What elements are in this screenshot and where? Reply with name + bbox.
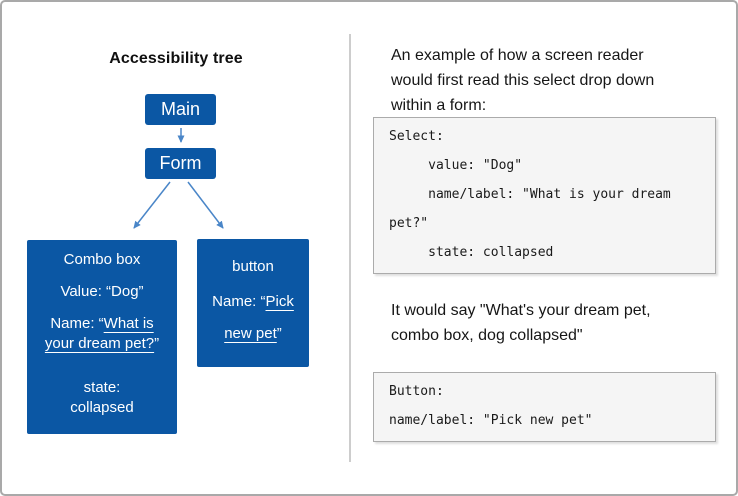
button-name-underlined-2: new pet (224, 325, 277, 342)
spoken-summary-line: It would say "What's your dream pet, (391, 302, 651, 319)
node-main-label: Main (160, 99, 200, 119)
button-announcement-code-block: Button: name/label: "Pick new pet" (373, 372, 716, 442)
node-button: button Name: “Pick new pet” (197, 239, 309, 367)
accessibility-tree-title: Accessibility tree (109, 50, 243, 67)
combo-state-line2: collapsed (70, 399, 134, 416)
vertical-divider (349, 34, 351, 462)
combo-name-suffix: ” (154, 335, 160, 352)
arrow-form-to-combobox-icon (133, 181, 171, 229)
intro-text-line: An example of how a screen reader (391, 47, 644, 64)
combo-name-underlined-2: your dream pet? (44, 335, 155, 352)
code-line: pet?" (389, 216, 429, 231)
combo-name-underlined-1: What is (103, 315, 154, 332)
node-form-label: Form (159, 153, 202, 173)
combo-name-prefix: Name: “ (50, 315, 104, 332)
code-line: name/label: "Pick new pet" (389, 413, 593, 428)
arrow-form-to-button-icon (187, 181, 224, 229)
code-line: Button: (389, 384, 444, 399)
node-combo-box: Combo box Value: “Dog” Name: “What is you… (27, 240, 177, 434)
spoken-summary-line: combo box, dog collapsed" (391, 327, 583, 344)
combo-state-line1: state: (83, 379, 121, 396)
select-announcement-code-block: Select: value: "Dog" name/label: "What i… (373, 117, 716, 274)
button-name-label-line1: Name: “Pick (197, 292, 309, 312)
button-name-underlined-1: Pick (265, 293, 294, 310)
intro-text-line: would first read this select drop down (391, 72, 655, 89)
code-line: Select: (389, 129, 444, 144)
intro-text: An example of how a screen reader would … (391, 43, 654, 118)
intro-text-line: within a form: (391, 97, 487, 114)
button-name-label-line2: new pet” (197, 324, 309, 344)
combo-value-label: Value: “Dog” (60, 283, 144, 300)
code-line: value: "Dog" (389, 158, 523, 173)
node-main: Main (145, 94, 216, 125)
button-name-suffix: ” (276, 325, 282, 342)
code-line: name/label: "What is your dream (389, 187, 671, 202)
spoken-summary-text: It would say "What's your dream pet, com… (391, 298, 651, 348)
button-role-label: button (232, 258, 274, 275)
node-form: Form (145, 148, 216, 179)
button-name-prefix: Name: “ (212, 293, 266, 310)
combo-role-label: Combo box (63, 251, 141, 268)
combo-name-label: Name: “What is your dream pet?” (27, 314, 177, 354)
code-line: state: collapsed (389, 245, 554, 260)
combo-state-label: state: collapsed (27, 378, 177, 418)
